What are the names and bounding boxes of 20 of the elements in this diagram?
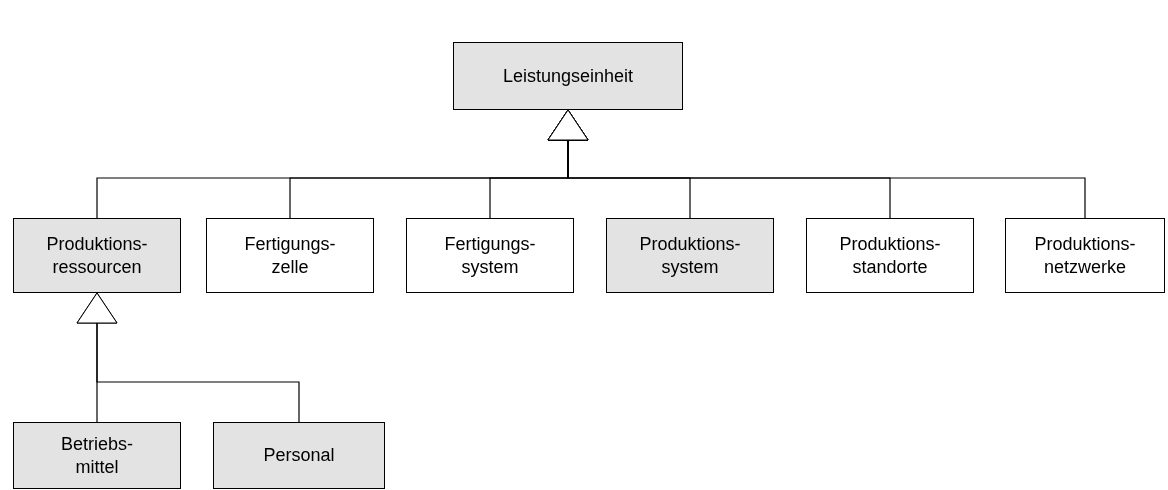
connector-arrow (76, 292, 300, 423)
class-name: Produktions- standorte (838, 233, 942, 278)
class-name: Produktions- ressourcen (45, 233, 149, 278)
connector-arrow (547, 109, 1086, 219)
class-name: Leistungseinheit (502, 64, 634, 88)
class-name: Fertigungs- zelle (243, 233, 337, 278)
class-box (1005, 218, 1165, 293)
class-box (13, 422, 181, 489)
class-box (453, 42, 683, 110)
class-name: Fertigungs- system (443, 233, 537, 278)
class-box (206, 218, 374, 293)
class-box (606, 218, 774, 293)
class-box (213, 422, 385, 489)
class-name: Betriebs- mittel (60, 433, 134, 478)
class-box (806, 218, 974, 293)
class-box (13, 218, 181, 293)
class-box (406, 218, 574, 293)
class-name: Personal (263, 444, 335, 467)
class-name: Produktions- system (638, 233, 742, 278)
class-name: Produktions- netzwerke (1033, 233, 1137, 278)
